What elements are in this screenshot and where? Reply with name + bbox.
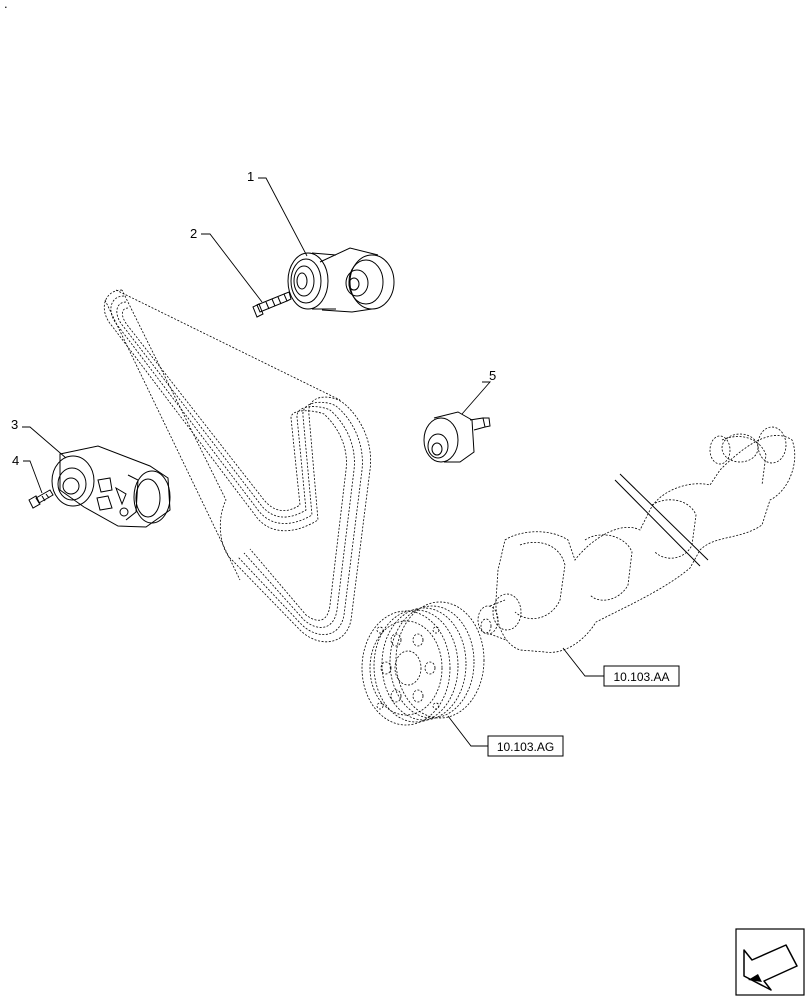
callout-1[interactable]: 1 (247, 169, 254, 184)
ref-label-crankshaft: 10.103.AA (613, 670, 669, 684)
part-3-belt-tensioner[interactable] (51, 445, 171, 528)
leader-line-4 (23, 460, 43, 494)
navigation-arrow-icon[interactable] (735, 928, 805, 996)
callout-4[interactable]: 4 (12, 453, 19, 468)
ref-box-damper-pulley[interactable]: 10.103.AG (487, 735, 564, 757)
crankshaft-reference (477, 426, 796, 653)
leader-line-1 (258, 177, 308, 257)
part-5-idler-roller[interactable] (423, 411, 491, 463)
corner-mark: . (4, 0, 8, 11)
damper-pulley-reference (361, 601, 485, 726)
callout-5[interactable]: 5 (489, 368, 496, 383)
leader-line-2 (201, 233, 263, 303)
ref-label-damper-pulley: 10.103.AG (497, 740, 554, 754)
callout-3[interactable]: 3 (11, 417, 18, 432)
leader-line-ref-crankshaft (562, 647, 604, 677)
part-1-idler-pulley[interactable] (287, 247, 395, 313)
leader-line-5 (461, 381, 491, 415)
poly-v-belt (103, 289, 372, 643)
callout-2[interactable]: 2 (190, 226, 197, 241)
leader-line-3 (22, 426, 67, 459)
leader-line-ref-damper (447, 715, 488, 747)
part-2-bolt[interactable] (252, 291, 292, 318)
ref-box-crankshaft[interactable]: 10.103.AA (603, 665, 680, 687)
part-4-screw[interactable] (28, 489, 54, 509)
